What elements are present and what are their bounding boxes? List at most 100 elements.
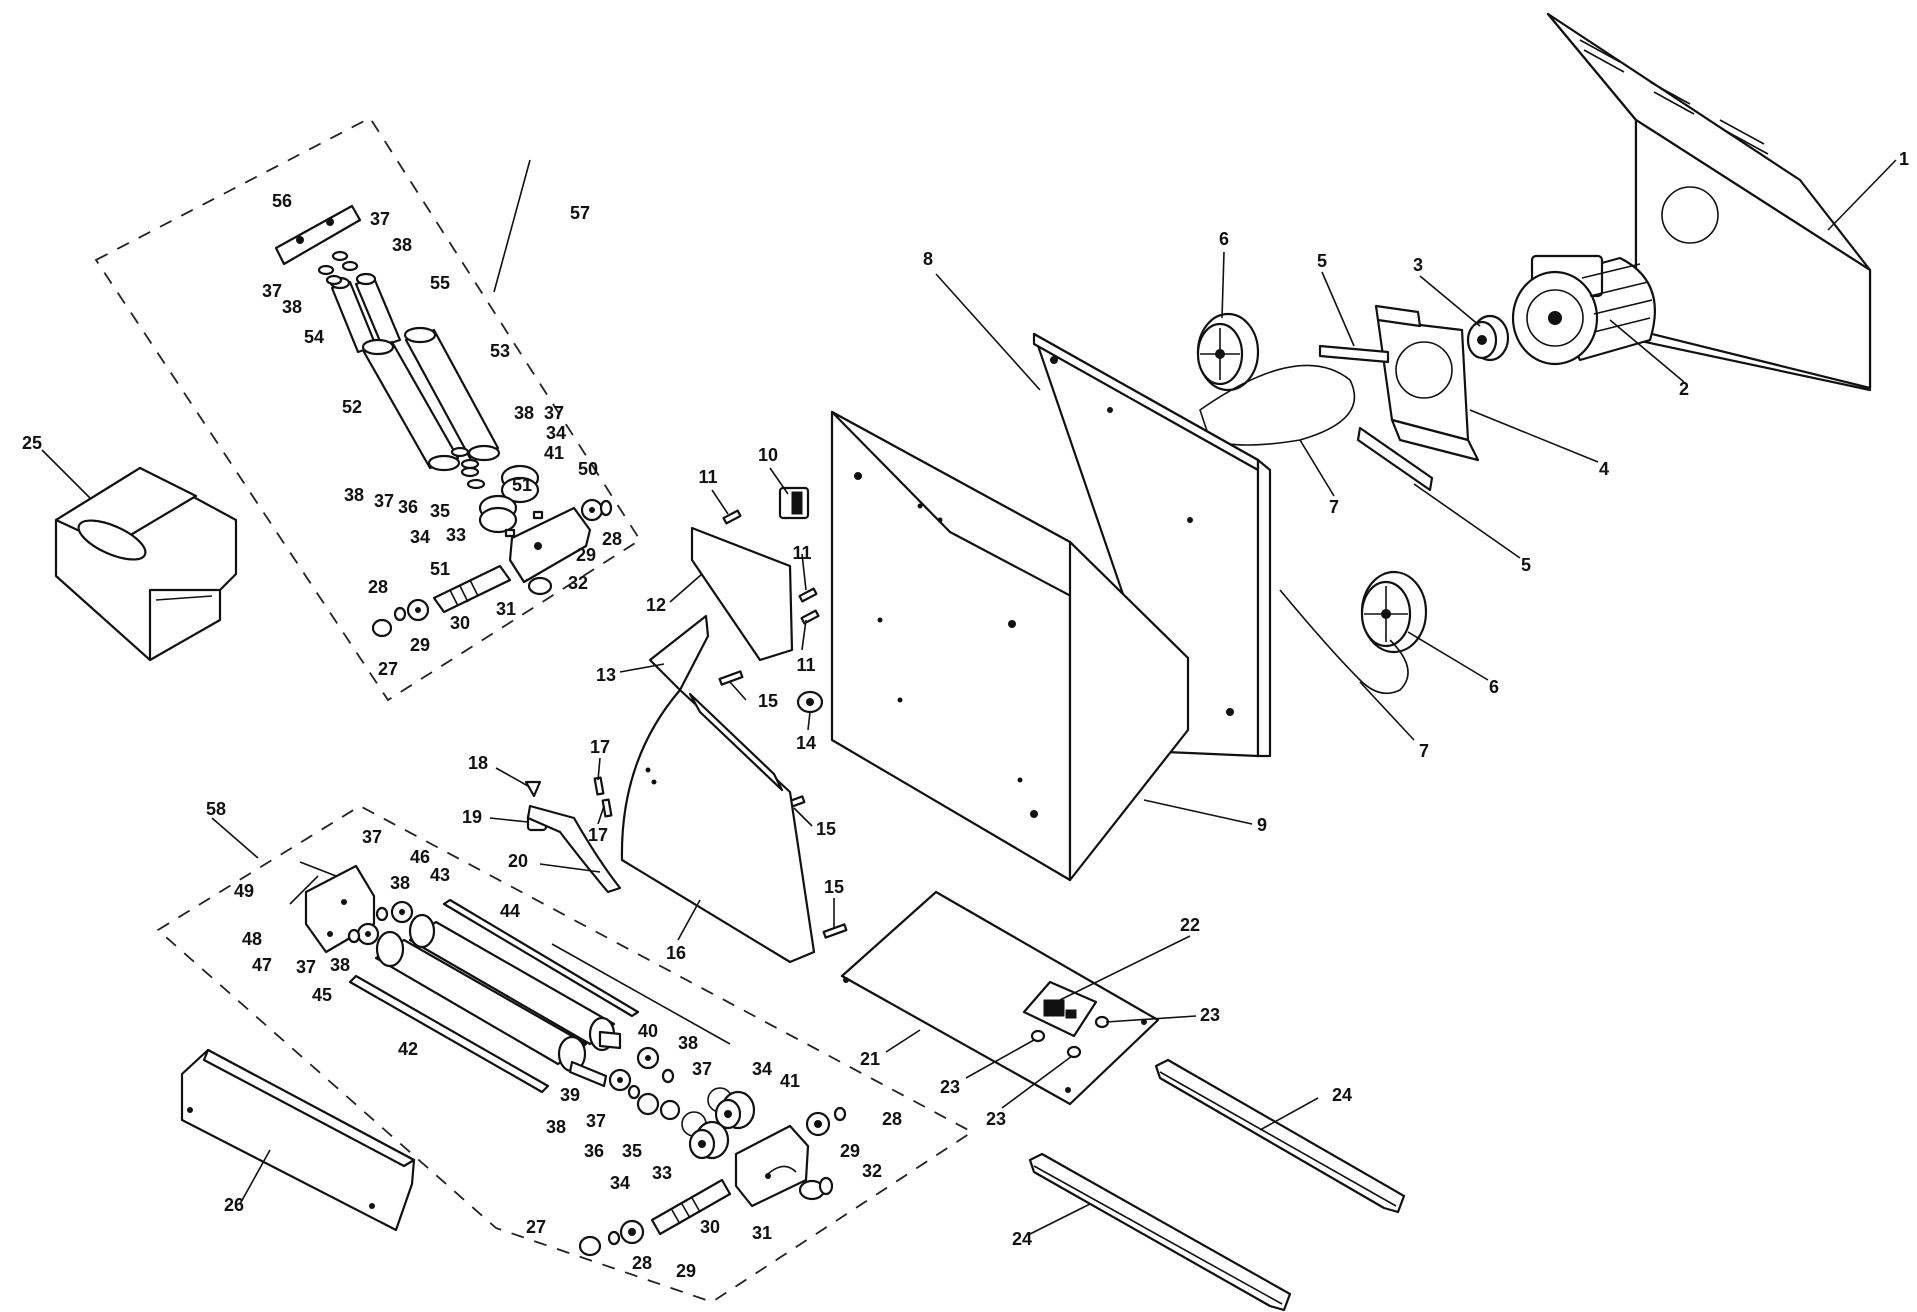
callout-29-upper-right: 29 <box>576 545 596 565</box>
callout-24-a: 24 <box>1332 1085 1352 1105</box>
spacer-c <box>1066 1045 1082 1059</box>
callout-8: 8 <box>923 249 933 269</box>
callout-36-lower: 36 <box>584 1141 604 1161</box>
callout-39: 39 <box>560 1085 580 1105</box>
callout-15-c: 15 <box>824 877 844 897</box>
callout-34-lower-a: 34 <box>752 1059 772 1079</box>
ring-37-set-lower <box>347 906 675 1100</box>
callout-38-lower-c: 38 <box>678 1033 698 1053</box>
callout-19: 19 <box>462 807 482 827</box>
callout-17-b: 17 <box>588 825 608 845</box>
washer-28-lower-right <box>833 1106 847 1122</box>
callout-31-upper: 31 <box>496 599 516 619</box>
link-48 <box>289 875 319 905</box>
large-pulley-upper <box>1196 312 1260 392</box>
assembly-group-58-outline <box>156 804 974 1303</box>
bearing-38-lower-b <box>608 1068 632 1092</box>
scraper-43 <box>442 898 640 1018</box>
callout-37-lower-d: 37 <box>586 1111 606 1131</box>
callout-15-b: 15 <box>816 819 836 839</box>
motor-pulley <box>1466 314 1510 362</box>
large-pulley-lower <box>1360 570 1428 654</box>
callout-37-upper-b: 37 <box>374 491 394 511</box>
bearing-38-lower-a <box>636 1046 660 1070</box>
callout-23-b: 23 <box>940 1077 960 1097</box>
callout-6-lower: 6 <box>1489 677 1499 697</box>
scraper-42 <box>348 974 550 1094</box>
callout-54: 54 <box>304 327 324 347</box>
callout-26: 26 <box>224 1195 244 1215</box>
cylinder-53 <box>403 326 501 462</box>
callout-3: 3 <box>1413 255 1423 275</box>
callout-38-top-b: 38 <box>282 297 302 317</box>
hopper <box>54 466 238 662</box>
callout-labels: 1 2 3 4 5 5 6 6 7 7 8 9 10 11 11 11 12 1… <box>22 149 1909 1281</box>
callout-30-upper: 30 <box>450 613 470 633</box>
callout-45: 45 <box>312 985 332 1005</box>
callout-29-upper-left: 29 <box>410 635 430 655</box>
callout-23-c: 23 <box>986 1109 1006 1129</box>
pin-17-a <box>593 776 605 796</box>
callout-13: 13 <box>596 665 616 685</box>
callout-40: 40 <box>638 1021 658 1041</box>
gear-41-upper <box>500 464 540 504</box>
callout-41-upper: 41 <box>544 443 564 463</box>
callout-49: 49 <box>234 881 254 901</box>
washer-28-upper-right <box>599 499 613 517</box>
callout-7-upper: 7 <box>1329 497 1339 517</box>
callout-47: 47 <box>252 955 272 975</box>
callout-52: 52 <box>342 397 362 417</box>
callout-16: 16 <box>666 943 686 963</box>
bearing-29-upper-left <box>406 598 430 622</box>
callout-7-lower: 7 <box>1419 741 1429 761</box>
worm-shaft-30-upper <box>432 564 512 614</box>
callout-42: 42 <box>398 1039 418 1059</box>
callout-4: 4 <box>1599 459 1609 479</box>
knob-32-lower <box>798 1176 834 1201</box>
callout-28-lower-left: 28 <box>632 1253 652 1273</box>
callout-53: 53 <box>490 341 510 361</box>
callout-27-upper: 27 <box>378 659 398 679</box>
side-bracket <box>690 526 794 662</box>
rod-55 <box>354 272 402 348</box>
callout-24-b: 24 <box>1012 1229 1032 1249</box>
electronic-board <box>1022 980 1098 1038</box>
shaft-40 <box>598 1030 622 1050</box>
callout-38-lower-d: 38 <box>546 1117 566 1137</box>
callout-29-lower-right: 29 <box>840 1141 860 1161</box>
bearing-38-left-a <box>390 900 414 924</box>
drive-belt-lower <box>1279 589 1409 695</box>
callout-20: 20 <box>508 851 528 871</box>
callout-11-b: 11 <box>792 543 811 563</box>
bearing-38-left-b <box>356 922 380 946</box>
housing-block-31-lower <box>734 1124 810 1208</box>
pin-17-b <box>601 798 613 818</box>
callout-28-lower-right: 28 <box>882 1109 902 1129</box>
spacer-b <box>1030 1029 1046 1043</box>
cap-27-upper <box>371 618 393 638</box>
pin-middle-a <box>798 587 818 603</box>
callout-32-upper: 32 <box>568 573 588 593</box>
gear-41-lower <box>714 1090 756 1130</box>
bearing-29-lower-right <box>805 1111 831 1137</box>
callout-14: 14 <box>796 733 816 753</box>
bearing-29-upper-right <box>580 498 604 522</box>
callout-58: 58 <box>206 799 226 819</box>
callout-33-upper: 33 <box>446 525 466 545</box>
callout-35-lower: 35 <box>622 1141 642 1161</box>
callout-38-lower-a: 38 <box>390 873 410 893</box>
callout-34-upper-a: 34 <box>546 423 566 443</box>
callout-18: 18 <box>468 753 488 773</box>
callout-48: 48 <box>242 929 262 949</box>
callout-21: 21 <box>860 1049 880 1069</box>
callout-11-c: 11 <box>796 655 815 675</box>
pin-upper <box>722 509 742 525</box>
callout-37-lower-c: 37 <box>692 1059 712 1079</box>
callout-44: 44 <box>500 901 520 921</box>
pins-51-upper <box>504 510 544 538</box>
nut <box>796 690 824 714</box>
callout-37-lower-a: 37 <box>362 827 382 847</box>
pin-15-a <box>718 670 744 686</box>
callout-32-lower: 32 <box>862 1161 882 1181</box>
